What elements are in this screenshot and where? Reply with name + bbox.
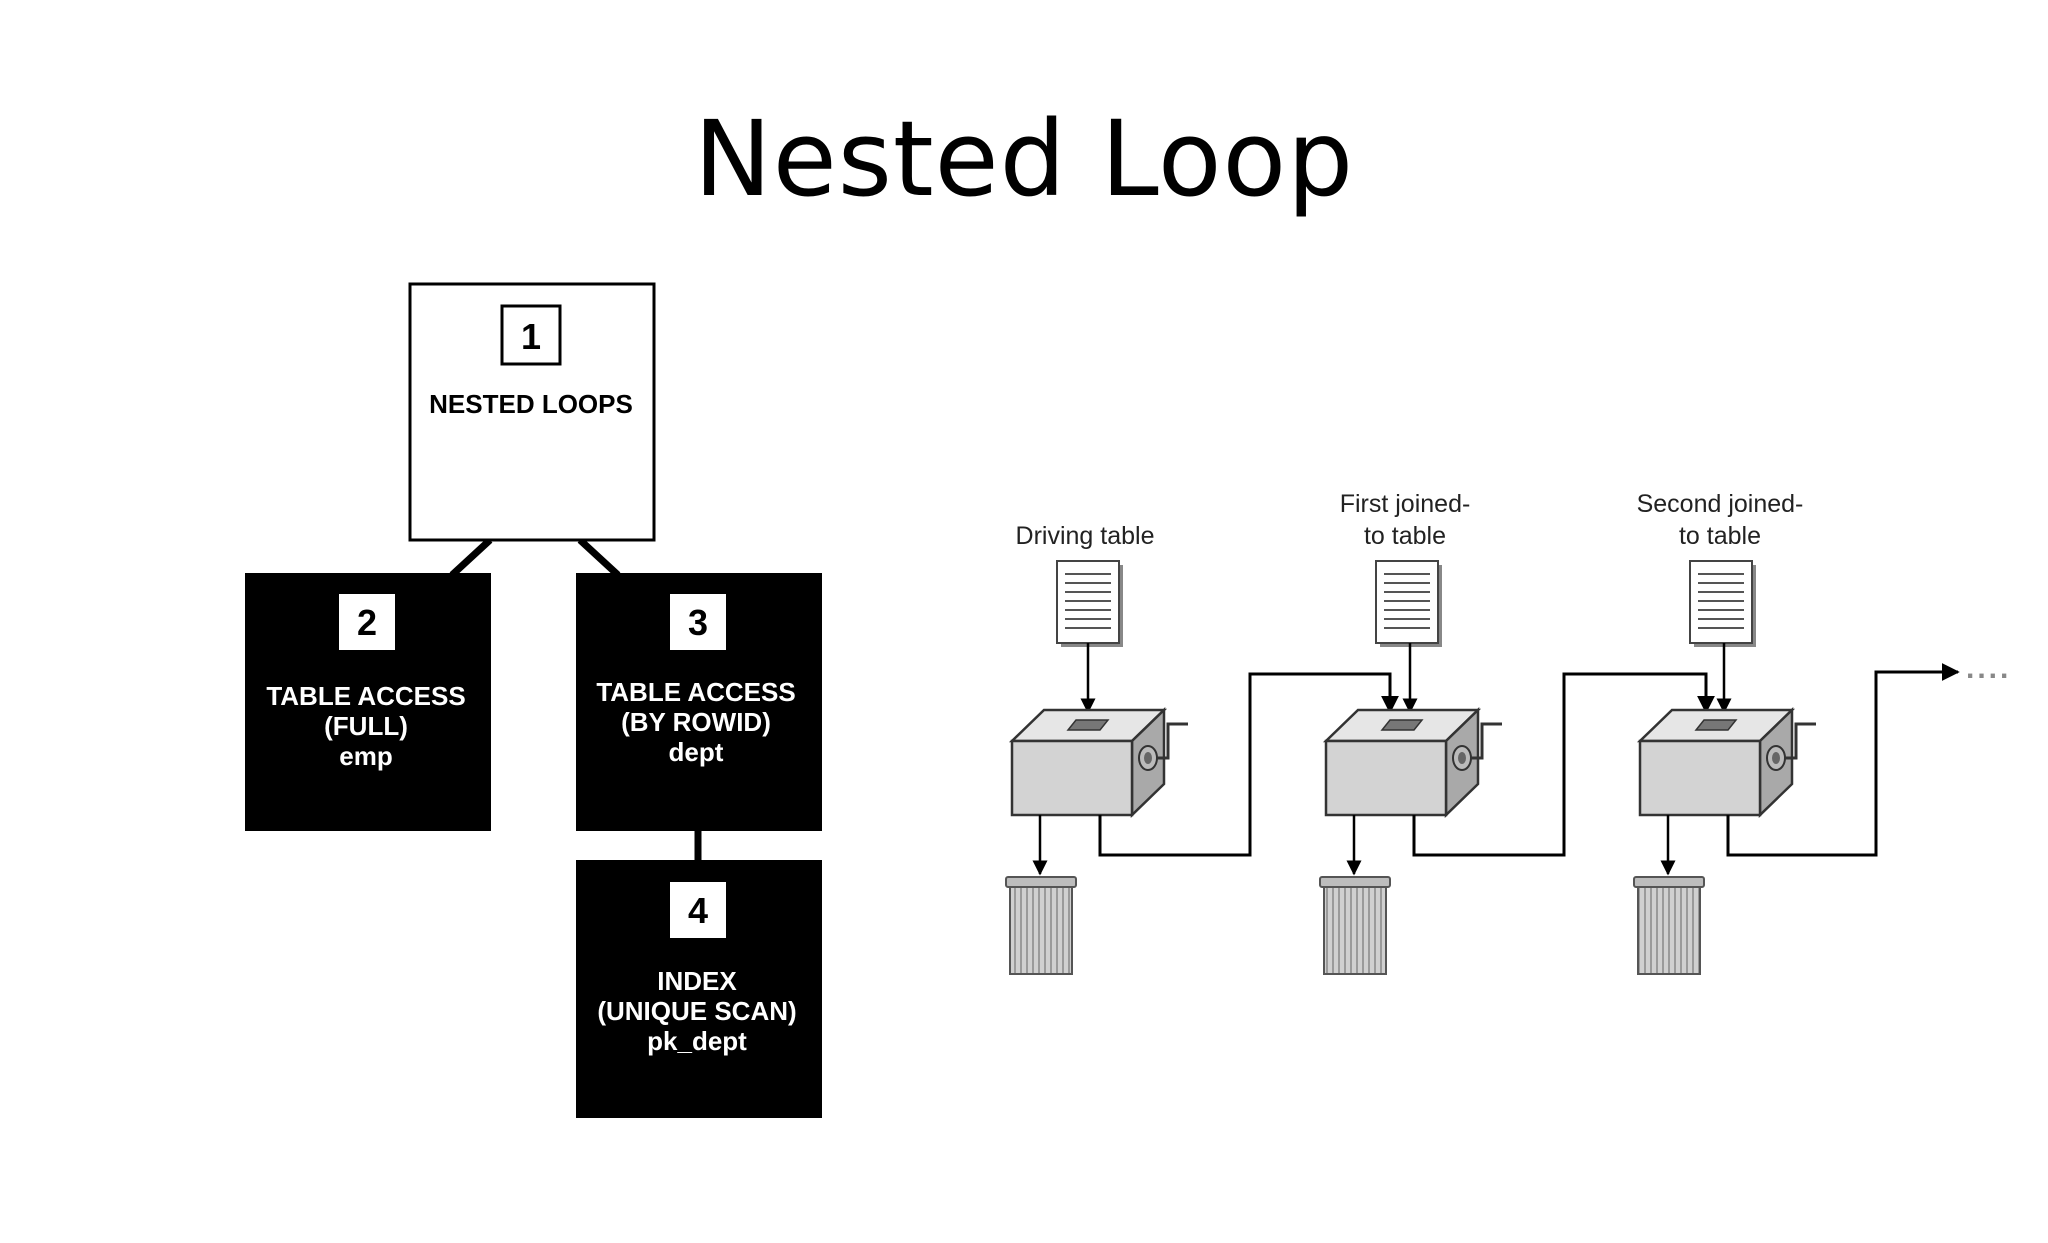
node-option: (UNIQUE SCAN) bbox=[597, 996, 796, 1026]
node-number-box bbox=[670, 882, 726, 938]
node-object: emp bbox=[339, 741, 392, 771]
node-number-box bbox=[670, 594, 726, 650]
node-number: 1 bbox=[521, 316, 541, 357]
machine-icon bbox=[1636, 707, 1816, 818]
trash-bin-icon bbox=[1319, 876, 1391, 975]
pipeline-stage-first-joined: First joined- to table bbox=[1319, 490, 1502, 975]
stage-caption: First joined- bbox=[1340, 490, 1471, 518]
connector-1-2 bbox=[449, 537, 493, 578]
node-operation: TABLE ACCESS bbox=[266, 681, 465, 711]
node-object: dept bbox=[669, 737, 724, 767]
node-option: (BY ROWID) bbox=[621, 707, 771, 737]
document-icon bbox=[1375, 560, 1442, 647]
plan-node-1: 1 NESTED LOOPS bbox=[408, 282, 656, 542]
flow-connector-output bbox=[1726, 663, 1960, 857]
document-icon bbox=[1689, 560, 1756, 647]
stage-caption: Second joined- bbox=[1637, 490, 1804, 518]
flow-connector bbox=[1098, 672, 1399, 857]
node-operation: TABLE ACCESS bbox=[596, 677, 795, 707]
plan-node-4: 4 INDEX (UNIQUE SCAN) pk_dept bbox=[576, 860, 822, 1118]
plan-node-3: 3 TABLE ACCESS (BY ROWID) dept bbox=[576, 573, 822, 831]
trash-bin-icon bbox=[1005, 876, 1077, 975]
machine-icon bbox=[1008, 707, 1188, 818]
node-operation: INDEX bbox=[657, 966, 737, 996]
machine-icon bbox=[1322, 707, 1502, 818]
node-number: 4 bbox=[688, 890, 708, 931]
slide-title: Nested Loop bbox=[693, 98, 1355, 220]
node-option: (FULL) bbox=[324, 711, 408, 741]
node-number: 3 bbox=[688, 602, 708, 643]
stage-caption: Driving table bbox=[1016, 522, 1155, 550]
node-number-box bbox=[500, 304, 562, 366]
stage-caption: to table bbox=[1364, 522, 1446, 550]
plan-node-2: 2 TABLE ACCESS (FULL) emp bbox=[245, 573, 491, 831]
pipeline-stage-second-joined: Second joined- to table bbox=[1633, 490, 1816, 975]
node-number-box bbox=[339, 594, 395, 650]
pipeline-stage-driving: Driving table bbox=[1005, 522, 1188, 975]
document-icon bbox=[1056, 560, 1123, 647]
stage-caption: to table bbox=[1679, 522, 1761, 550]
node-object: pk_dept bbox=[647, 1026, 747, 1056]
trash-bin-icon bbox=[1633, 876, 1705, 975]
flow-connector bbox=[1412, 672, 1715, 857]
node-operation: NESTED LOOPS bbox=[429, 389, 633, 419]
connector-1-3 bbox=[577, 537, 621, 578]
node-number: 2 bbox=[357, 602, 377, 643]
continuation-ellipsis: .... bbox=[1966, 652, 2011, 685]
